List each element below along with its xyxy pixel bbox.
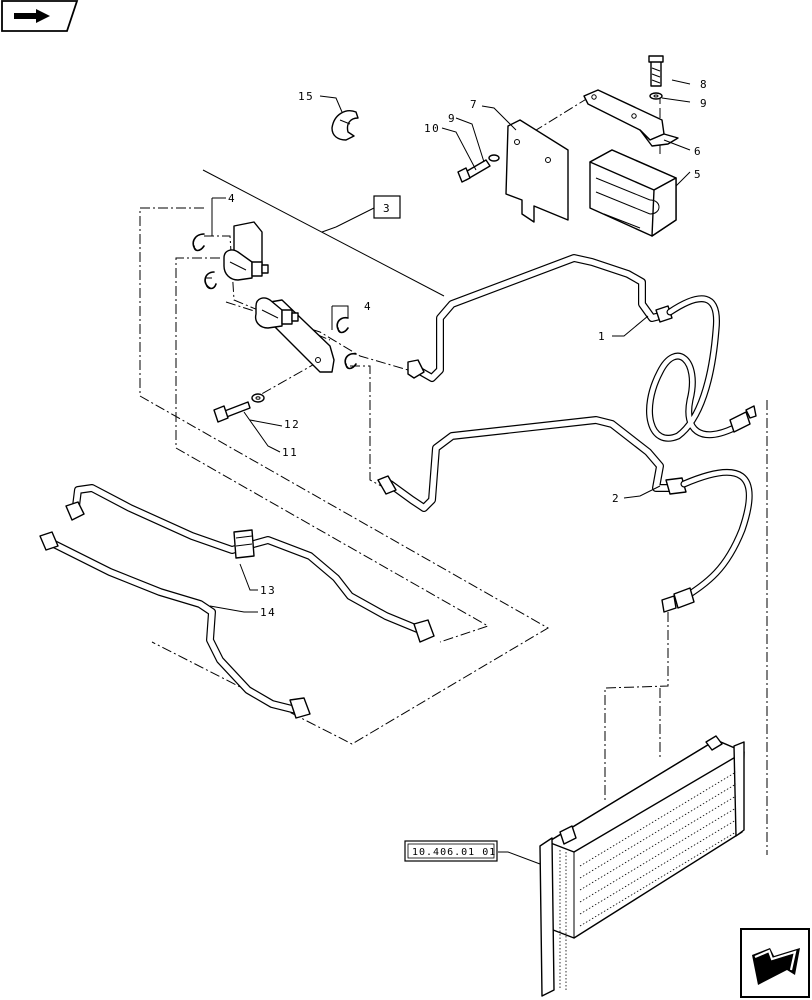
o-ring-4c	[336, 316, 349, 334]
pipe-2	[377, 416, 687, 512]
callout-9-top[interactable]: 9	[700, 97, 708, 110]
o-ring-4d	[344, 352, 357, 370]
bolt-11	[213, 401, 251, 423]
section-reference-text: 10.406.01 01	[412, 847, 496, 858]
pipe-1	[407, 254, 673, 382]
leader-lines	[202, 79, 691, 865]
callout-6[interactable]: 6	[694, 145, 702, 158]
plate-7	[505, 119, 569, 223]
callout-labels: 15 10 9 7 8 9 6 5 4 4 1 12 11 2 13 14	[228, 78, 708, 619]
collapse-icon[interactable]	[1, 0, 79, 32]
pipe-14	[39, 531, 311, 719]
clamp-block-5	[589, 149, 677, 237]
valve-lower	[254, 297, 299, 329]
callout-14[interactable]: 14	[260, 606, 276, 619]
callout-4-right[interactable]: 4	[364, 300, 372, 313]
callout-2[interactable]: 2	[612, 492, 620, 505]
valve-mount-plate	[233, 221, 335, 373]
callout-9-mid[interactable]: 9	[448, 112, 456, 125]
o-ring-4a	[192, 233, 205, 252]
callout-5[interactable]: 5	[694, 168, 702, 181]
callout-12[interactable]: 12	[284, 418, 300, 431]
callout-8[interactable]: 8	[700, 78, 708, 91]
bolt-8	[648, 55, 664, 87]
washer-9-mid	[488, 154, 500, 162]
callout-15[interactable]: 15	[298, 90, 314, 103]
callout-10[interactable]: 10	[424, 122, 440, 135]
callout-13[interactable]: 13	[260, 584, 276, 597]
callout-1[interactable]: 1	[598, 330, 606, 343]
next-page-icon[interactable]	[740, 928, 810, 998]
callout-3-box[interactable]: 3	[373, 195, 401, 219]
callout-11[interactable]: 11	[282, 446, 298, 459]
washer-9-top	[649, 92, 663, 100]
hose-2	[661, 468, 753, 613]
callout-7[interactable]: 7	[470, 98, 478, 111]
washer-12	[251, 393, 265, 403]
callout-4-left[interactable]: 4	[228, 192, 236, 205]
o-ring-4b	[204, 271, 217, 290]
valve-upper	[223, 249, 269, 281]
bolt-10	[457, 159, 491, 183]
clip-15	[331, 110, 359, 141]
pipe-13	[65, 484, 435, 643]
section-reference[interactable]: 10.406.01 01	[404, 840, 498, 862]
oil-cooler	[539, 735, 745, 997]
callout-3: 3	[383, 202, 391, 215]
hose-1	[646, 295, 757, 442]
